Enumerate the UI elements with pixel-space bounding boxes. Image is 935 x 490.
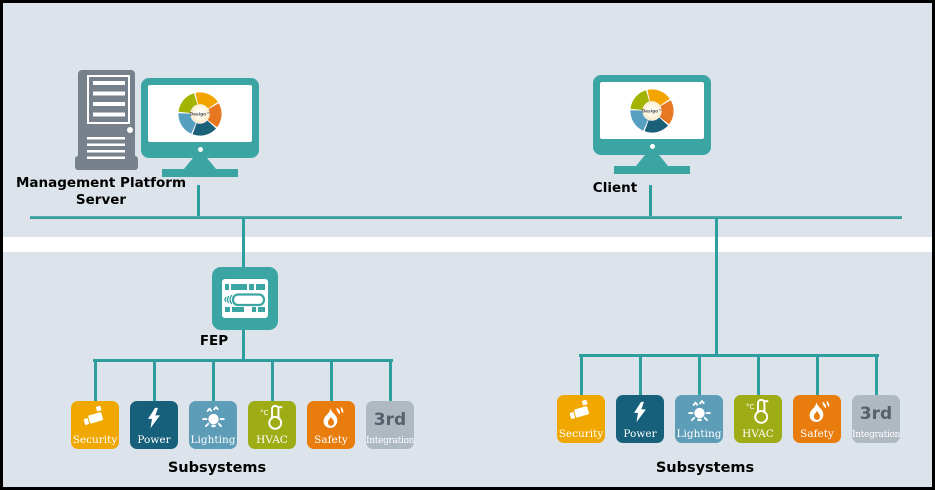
logo-segment-amber: [647, 89, 670, 106]
fep-label: FEP: [199, 333, 229, 349]
hvac-thermometer-icon: °C: [259, 404, 286, 431]
logo-segment-orange: [659, 100, 674, 125]
connector-drop-line: [756, 357, 760, 395]
subsystem-box: °C HVAC: [248, 362, 296, 449]
subsystem-box: 3rd Integration: [852, 357, 900, 443]
third-party-integration-icon: 3rd: [374, 404, 406, 431]
server-power-button-icon: [127, 127, 133, 133]
subsystem-box: Lighting: [675, 357, 723, 443]
subsystem-box: Safety: [307, 362, 355, 449]
fep-device-icon: [222, 279, 268, 318]
logo-segment-orange: [207, 103, 222, 128]
left-subsystems-label: Subsystems: [167, 460, 267, 476]
svg-text:°C: °C: [746, 401, 755, 410]
logo-segment-light-blue: [178, 113, 197, 134]
network-bus-line: [30, 216, 902, 219]
safety-flame-icon: [804, 398, 831, 425]
server-bus-connector: [197, 185, 200, 216]
monitor-power-led: [197, 147, 203, 152]
logo-segment-dark-blue: [192, 120, 217, 136]
subsystem-box: Safety: [793, 357, 841, 443]
desigo-logo: Desigo™: [178, 92, 222, 136]
third-party-text: 3rd: [859, 404, 893, 424]
third-party-integration-icon: 3rd: [860, 398, 892, 425]
security-camera-icon: [81, 404, 109, 431]
connector-drop-line: [638, 357, 642, 395]
connector-drop-line: [270, 362, 274, 401]
server-drive-bay-icon: [87, 75, 130, 124]
left-subsystems-row: Security Power Lighting °C HVAC Safety 3…: [71, 362, 414, 449]
monitor-power-led: [649, 144, 655, 149]
logo-text: Desigo™: [642, 108, 663, 114]
client-monitor: Desigo™: [593, 75, 711, 175]
left-subsystems-connector: [93, 359, 393, 362]
subsystem-box: Power: [616, 357, 664, 443]
desigo-logo: Desigo™: [630, 89, 674, 133]
logo-segment-dark-blue: [644, 117, 669, 133]
connector-drop-line: [874, 357, 878, 395]
subsystem-box: 3rd Integration: [366, 362, 414, 449]
power-bolt-icon: [629, 398, 651, 425]
monitor-stand: [184, 158, 216, 169]
management-server-monitor: Desigo™: [141, 78, 259, 178]
monitor-screen: Desigo™: [600, 82, 704, 139]
connector-drop-line: [388, 362, 392, 401]
connector-drop-line: [697, 357, 701, 395]
network-band: [3, 237, 932, 252]
monitor-stand-base: [614, 166, 690, 174]
monitor-stand-base: [162, 169, 238, 177]
subsystem-box: Security: [557, 357, 605, 443]
right-trunk-line: [715, 219, 718, 354]
right-subsystems-connector: [579, 354, 879, 357]
subsystem-box: Security: [71, 362, 119, 449]
client-bus-connector: [649, 185, 652, 216]
server-label: Management Platform Server: [11, 175, 191, 209]
power-bolt-icon: [143, 404, 165, 431]
connector-drop-line: [93, 362, 97, 401]
logo-segment-green: [630, 90, 650, 110]
connector-drop-line: [211, 362, 215, 401]
monitor-stand: [636, 155, 668, 166]
logo-text: Desigo™: [190, 111, 211, 117]
server-vents-icon: [87, 137, 125, 160]
security-camera-icon: [567, 398, 595, 425]
connector-drop-line: [329, 362, 333, 401]
client-label: Client: [592, 180, 638, 196]
lighting-bulb-icon: [200, 404, 227, 431]
server-label-line1: Management Platform: [15, 175, 187, 191]
server-label-line2: Server: [75, 192, 127, 208]
hvac-thermometer-icon: °C: [745, 398, 772, 425]
logo-segment-green: [178, 93, 198, 113]
third-party-text: 3rd: [373, 410, 407, 430]
subsystem-box: Power: [130, 362, 178, 449]
right-subsystems-row: Security Power Lighting °C HVAC Safety 3…: [557, 357, 900, 443]
connector-drop-line: [152, 362, 156, 401]
subsystem-box: Lighting: [189, 362, 237, 449]
right-subsystems-label: Subsystems: [655, 460, 755, 476]
connector-drop-line: [815, 357, 819, 395]
fep-node: [212, 267, 278, 330]
subsystem-box: °C HVAC: [734, 357, 782, 443]
lighting-bulb-icon: [686, 398, 713, 425]
connector-drop-line: [579, 357, 583, 395]
safety-flame-icon: [318, 404, 345, 431]
svg-text:°C: °C: [260, 407, 269, 416]
logo-segment-amber: [195, 92, 218, 109]
monitor-screen: Desigo™: [148, 85, 252, 142]
logo-segment-light-blue: [630, 110, 649, 131]
